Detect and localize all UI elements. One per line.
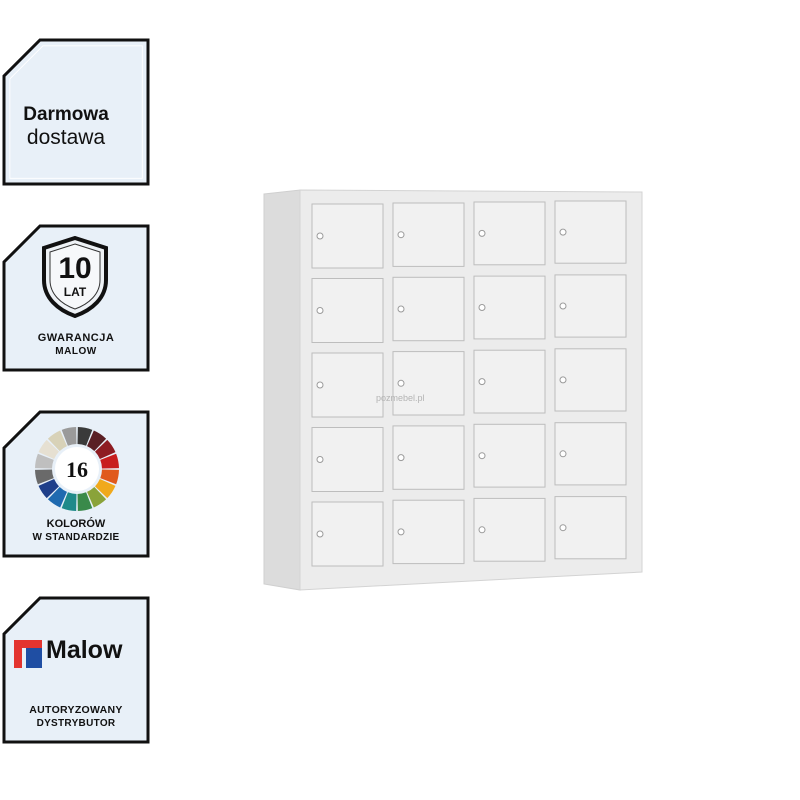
locker-door [392,276,465,342]
badge-frame [2,596,150,744]
color-swatch [38,439,59,459]
warranty-unit: LAT [64,285,87,299]
lock-icon [559,524,567,532]
lock-icon [316,232,324,240]
locker-door [311,278,384,343]
lock-icon [559,302,567,310]
lock-icon [397,528,405,536]
lock-icon [316,381,324,389]
lock-icon [478,304,486,311]
badge-line-1: AUTORYZOWANY [29,704,123,716]
shield-icon: 10 LAT [42,236,108,318]
color-swatch [77,427,93,446]
colors-badge: 16 KOLORÓW W STANDARDZIE [2,410,150,558]
locker-cabinet-image [263,189,643,591]
locker-door [392,202,465,267]
lock-icon [559,450,567,458]
locker-door [473,201,546,266]
color-wheel-icon: 16 [35,427,119,511]
malow-logo-icon [14,640,42,668]
lock-icon [559,228,567,236]
locker-door [392,499,465,565]
locker-door [554,200,627,264]
color-swatch [87,487,107,508]
locker-door [473,275,546,340]
locker-door [473,497,546,562]
color-swatch [61,427,77,446]
badge-line-2: DYSTRYBUTOR [36,718,116,729]
color-swatch [38,479,59,499]
watermark: pozmebel.pl [376,393,425,403]
warranty-badge: 10 LAT GWARANCJA MALOW [2,224,150,372]
lock-icon [397,379,405,387]
lock-icon [316,456,324,463]
badge-line-2: dostawa [26,126,106,149]
badge-line-1: KOLORÓW [46,518,106,530]
locker-door [311,427,384,492]
lock-icon [478,526,486,534]
lock-icon [397,454,405,462]
badge-line-2: MALOW [55,346,97,357]
color-swatch [61,492,77,511]
lock-icon [559,376,567,384]
locker-door [554,422,627,486]
lock-icon [478,229,486,237]
badge-line-2: W STANDARDZIE [32,532,120,543]
lock-icon [397,305,405,313]
locker-door [554,496,627,560]
color-swatch [47,430,67,451]
warranty-years: 10 [58,252,91,285]
locker-door [311,352,384,418]
lock-icon [397,231,405,239]
locker-door [473,349,546,414]
color-swatch [95,439,116,459]
badge-frame [2,38,150,186]
badge-line-1: GWARANCJA [37,332,115,344]
color-swatch [95,479,116,499]
locker-door [311,501,384,567]
locker-door [311,203,384,269]
locker-door [473,423,546,488]
color-swatch [100,469,119,485]
lock-icon [316,530,324,538]
locker-door [554,274,627,338]
badge-line-1: Darmowa [23,104,109,125]
color-swatch [35,469,54,485]
lock-icon [316,307,324,314]
color-count: 16 [66,457,88,482]
distributor-badge: Malow AUTORYZOWANY DYSTRYBUTOR [2,596,150,744]
color-swatch [100,453,119,469]
locker-door [554,348,627,412]
color-swatch [47,487,67,508]
color-swatch [77,492,93,511]
lock-icon [478,452,486,460]
color-swatch [87,430,107,451]
locker-door [392,425,465,490]
locker-door [392,351,465,416]
brand-name: Malow [46,636,123,664]
lock-icon [478,378,486,386]
color-swatch [35,453,54,469]
free-shipping-badge: Darmowa dostawa [2,38,150,186]
